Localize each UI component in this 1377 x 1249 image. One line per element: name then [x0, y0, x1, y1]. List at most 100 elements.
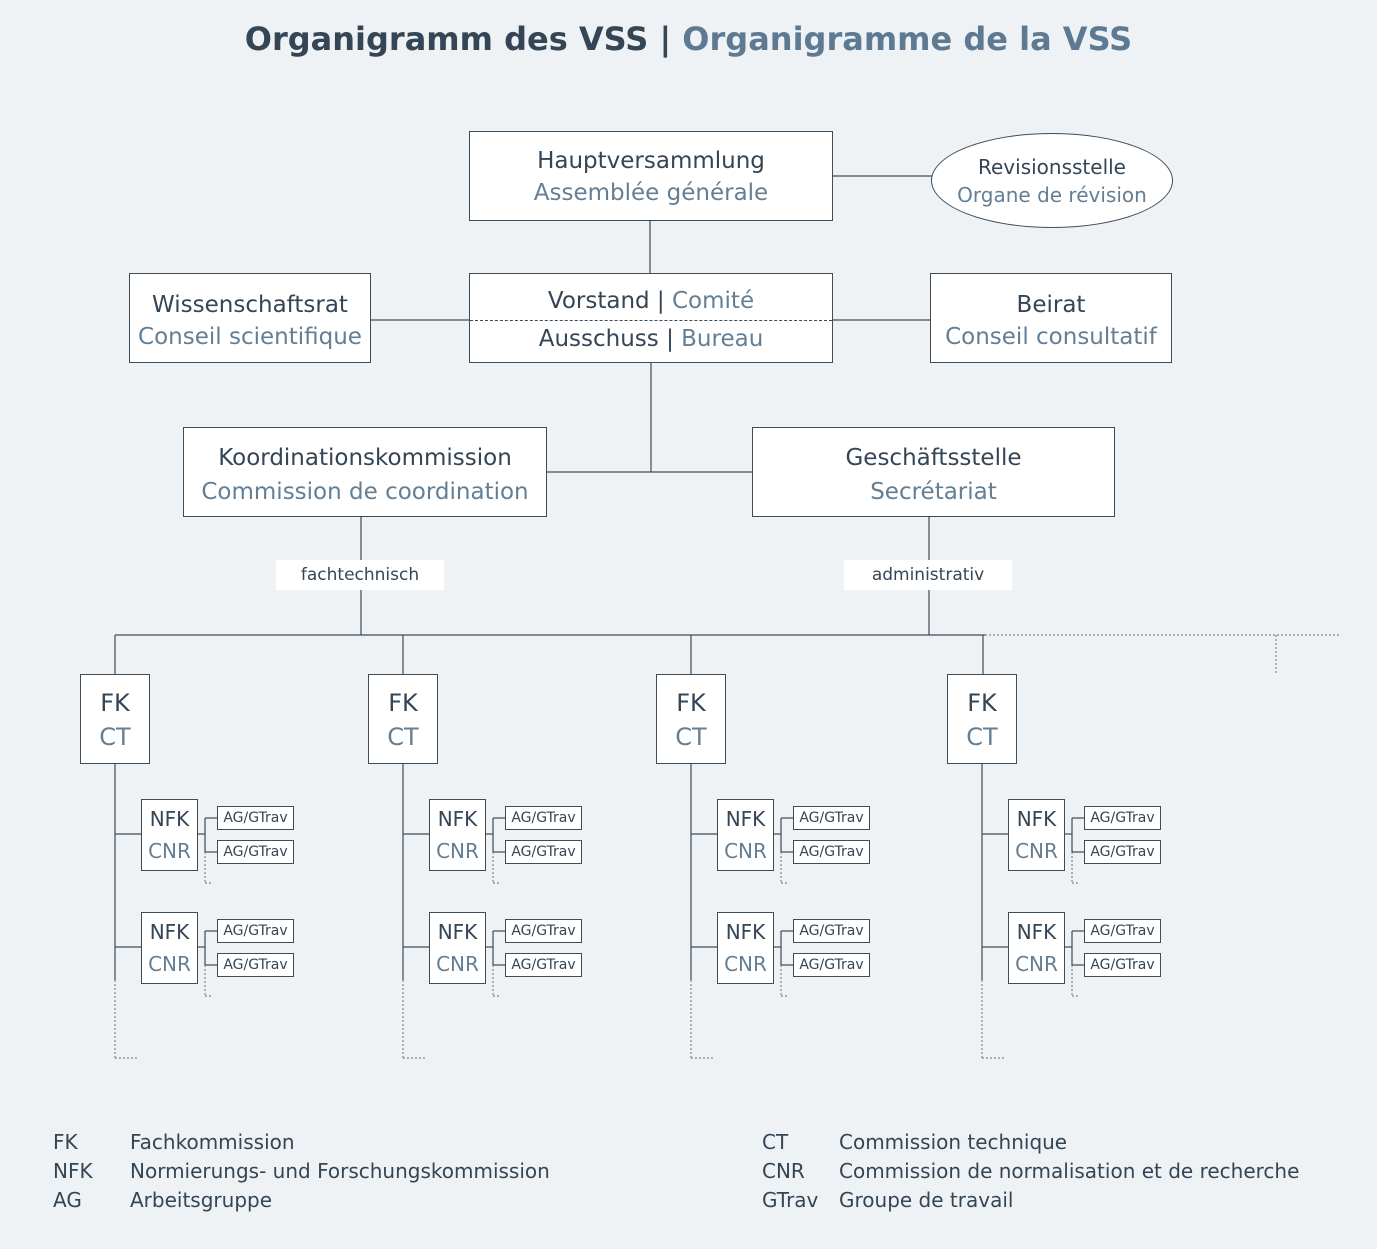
legend-text: Commission technique: [839, 1130, 1068, 1154]
working-group-box: AG/GTrav: [1084, 840, 1161, 864]
wissenschaftsrat-box: Wissenschaftsrat Conseil scientifique: [129, 273, 371, 363]
working-group-box: AG/GTrav: [793, 953, 870, 977]
working-group-label: AG/GTrav: [511, 923, 576, 939]
beirat-box: Beirat Conseil consultatif: [930, 273, 1172, 363]
legend-text: Normierungs- und Forschungskommission: [130, 1159, 550, 1183]
ausschuss-sep: |: [658, 326, 682, 352]
ct-label: CT: [387, 723, 419, 751]
fk-label: FK: [967, 689, 997, 717]
nfk-label: NFK: [149, 807, 190, 831]
legend-abbr: CT: [762, 1130, 789, 1154]
working-group-box: AG/GTrav: [505, 953, 582, 977]
ct-label: CT: [675, 723, 707, 751]
nfk-cnr-box: NFK CNR: [141, 799, 198, 871]
legend-right: CT Commission technique CNR Commission de …: [762, 1128, 1299, 1215]
nfk-label: NFK: [149, 920, 190, 944]
revisionsstelle-fr: Organe de révision: [957, 183, 1147, 207]
working-group-label: AG/GTrav: [1090, 810, 1155, 826]
legend-abbr: AG: [53, 1188, 82, 1212]
working-group-label: AG/GTrav: [799, 957, 864, 973]
geschaeftsstelle-de: Geschäftsstelle: [845, 445, 1022, 471]
working-group-box: AG/GTrav: [1084, 953, 1161, 977]
legend-row: CT Commission technique: [762, 1128, 1299, 1157]
koordinationskommission-box: Koordinationskommission Commission de co…: [183, 427, 547, 517]
working-group-box: AG/GTrav: [1084, 919, 1161, 943]
branch-label-fachtechnisch: fachtechnisch: [276, 560, 444, 590]
legend-row: GTrav Groupe de travail: [762, 1186, 1299, 1215]
hauptversammlung-box: Hauptversammlung Assemblée générale: [469, 131, 833, 221]
legend-left: FK Fachkommission NFK Normierungs- und For…: [53, 1128, 550, 1215]
vorstand-fr: Comité: [672, 288, 755, 314]
beirat-fr: Conseil consultatif: [945, 324, 1157, 350]
ct-label: CT: [966, 723, 998, 751]
working-group-label: AG/GTrav: [799, 923, 864, 939]
legend-row: FK Fachkommission: [53, 1128, 550, 1157]
working-group-label: AG/GTrav: [223, 957, 288, 973]
cnr-label: CNR: [1015, 839, 1058, 863]
working-group-label: AG/GTrav: [511, 810, 576, 826]
fk-ct-box: FK CT: [947, 674, 1017, 764]
legend-row: NFK Normierungs- und Forschungskommission: [53, 1157, 550, 1186]
legend-text: Fachkommission: [130, 1130, 295, 1154]
working-group-box: AG/GTrav: [793, 919, 870, 943]
working-group-label: AG/GTrav: [223, 844, 288, 860]
working-group-box: AG/GTrav: [793, 840, 870, 864]
legend-text: Arbeitsgruppe: [130, 1188, 273, 1212]
ausschuss-row: Ausschuss | Bureau: [470, 323, 832, 355]
legend-row: CNR Commission de normalisation et de rec…: [762, 1157, 1299, 1186]
wissenschaftsrat-de: Wissenschaftsrat: [152, 292, 348, 318]
working-group-label: AG/GTrav: [799, 844, 864, 860]
cnr-label: CNR: [148, 839, 191, 863]
koordination-fr: Commission de coordination: [201, 479, 529, 505]
title-fr: Organigramme de la VSS: [682, 20, 1133, 58]
koordination-de: Koordinationskommission: [218, 445, 512, 471]
fk-label: FK: [676, 689, 706, 717]
legend-text: Groupe de travail: [839, 1188, 1014, 1212]
cnr-label: CNR: [724, 952, 767, 976]
cnr-label: CNR: [1015, 952, 1058, 976]
legend-text: Commission de normalisation et de recher…: [839, 1159, 1300, 1183]
page-title: Organigramm des VSS | Organigramme de la…: [0, 20, 1377, 58]
nfk-label: NFK: [725, 807, 766, 831]
working-group-label: AG/GTrav: [223, 923, 288, 939]
legend-abbr: FK: [53, 1130, 78, 1154]
cnr-label: CNR: [724, 839, 767, 863]
vorstand-row: Vorstand | Comité: [470, 285, 832, 317]
ct-label: CT: [99, 723, 131, 751]
nfk-label: NFK: [725, 920, 766, 944]
working-group-label: AG/GTrav: [511, 957, 576, 973]
fk-ct-box: FK CT: [368, 674, 438, 764]
vorstand-divider: [470, 320, 832, 321]
dotted-connectors: [985, 634, 1340, 675]
geschaeftsstelle-fr: Secrétariat: [870, 479, 997, 505]
title-de: Organigramm des VSS: [244, 20, 649, 58]
ausschuss-fr: Bureau: [681, 326, 764, 352]
nfk-cnr-box: NFK CNR: [717, 912, 774, 984]
working-group-box: AG/GTrav: [1084, 806, 1161, 830]
geschaeftsstelle-box: Geschäftsstelle Secrétariat: [752, 427, 1115, 517]
nfk-label: NFK: [437, 920, 478, 944]
legend-abbr: NFK: [53, 1159, 93, 1183]
working-group-label: AG/GTrav: [1090, 957, 1155, 973]
legend-abbr: CNR: [762, 1159, 805, 1183]
revisionsstelle-de: Revisionsstelle: [978, 155, 1126, 179]
working-group-box: AG/GTrav: [505, 806, 582, 830]
wissenschaftsrat-fr: Conseil scientifique: [138, 324, 362, 350]
fk-label: FK: [388, 689, 418, 717]
hauptversammlung-de: Hauptversammlung: [537, 148, 765, 174]
branch-label-administrativ: administrativ: [844, 560, 1012, 590]
legend-abbr: GTrav: [762, 1188, 819, 1212]
working-group-box: AG/GTrav: [793, 806, 870, 830]
vorstand-box: Vorstand | Comité Ausschuss | Bureau: [469, 273, 833, 363]
cnr-label: CNR: [436, 839, 479, 863]
working-group-label: AG/GTrav: [1090, 844, 1155, 860]
working-group-box: AG/GTrav: [505, 919, 582, 943]
working-group-box: AG/GTrav: [217, 806, 294, 830]
working-group-label: AG/GTrav: [223, 810, 288, 826]
working-group-box: AG/GTrav: [505, 840, 582, 864]
